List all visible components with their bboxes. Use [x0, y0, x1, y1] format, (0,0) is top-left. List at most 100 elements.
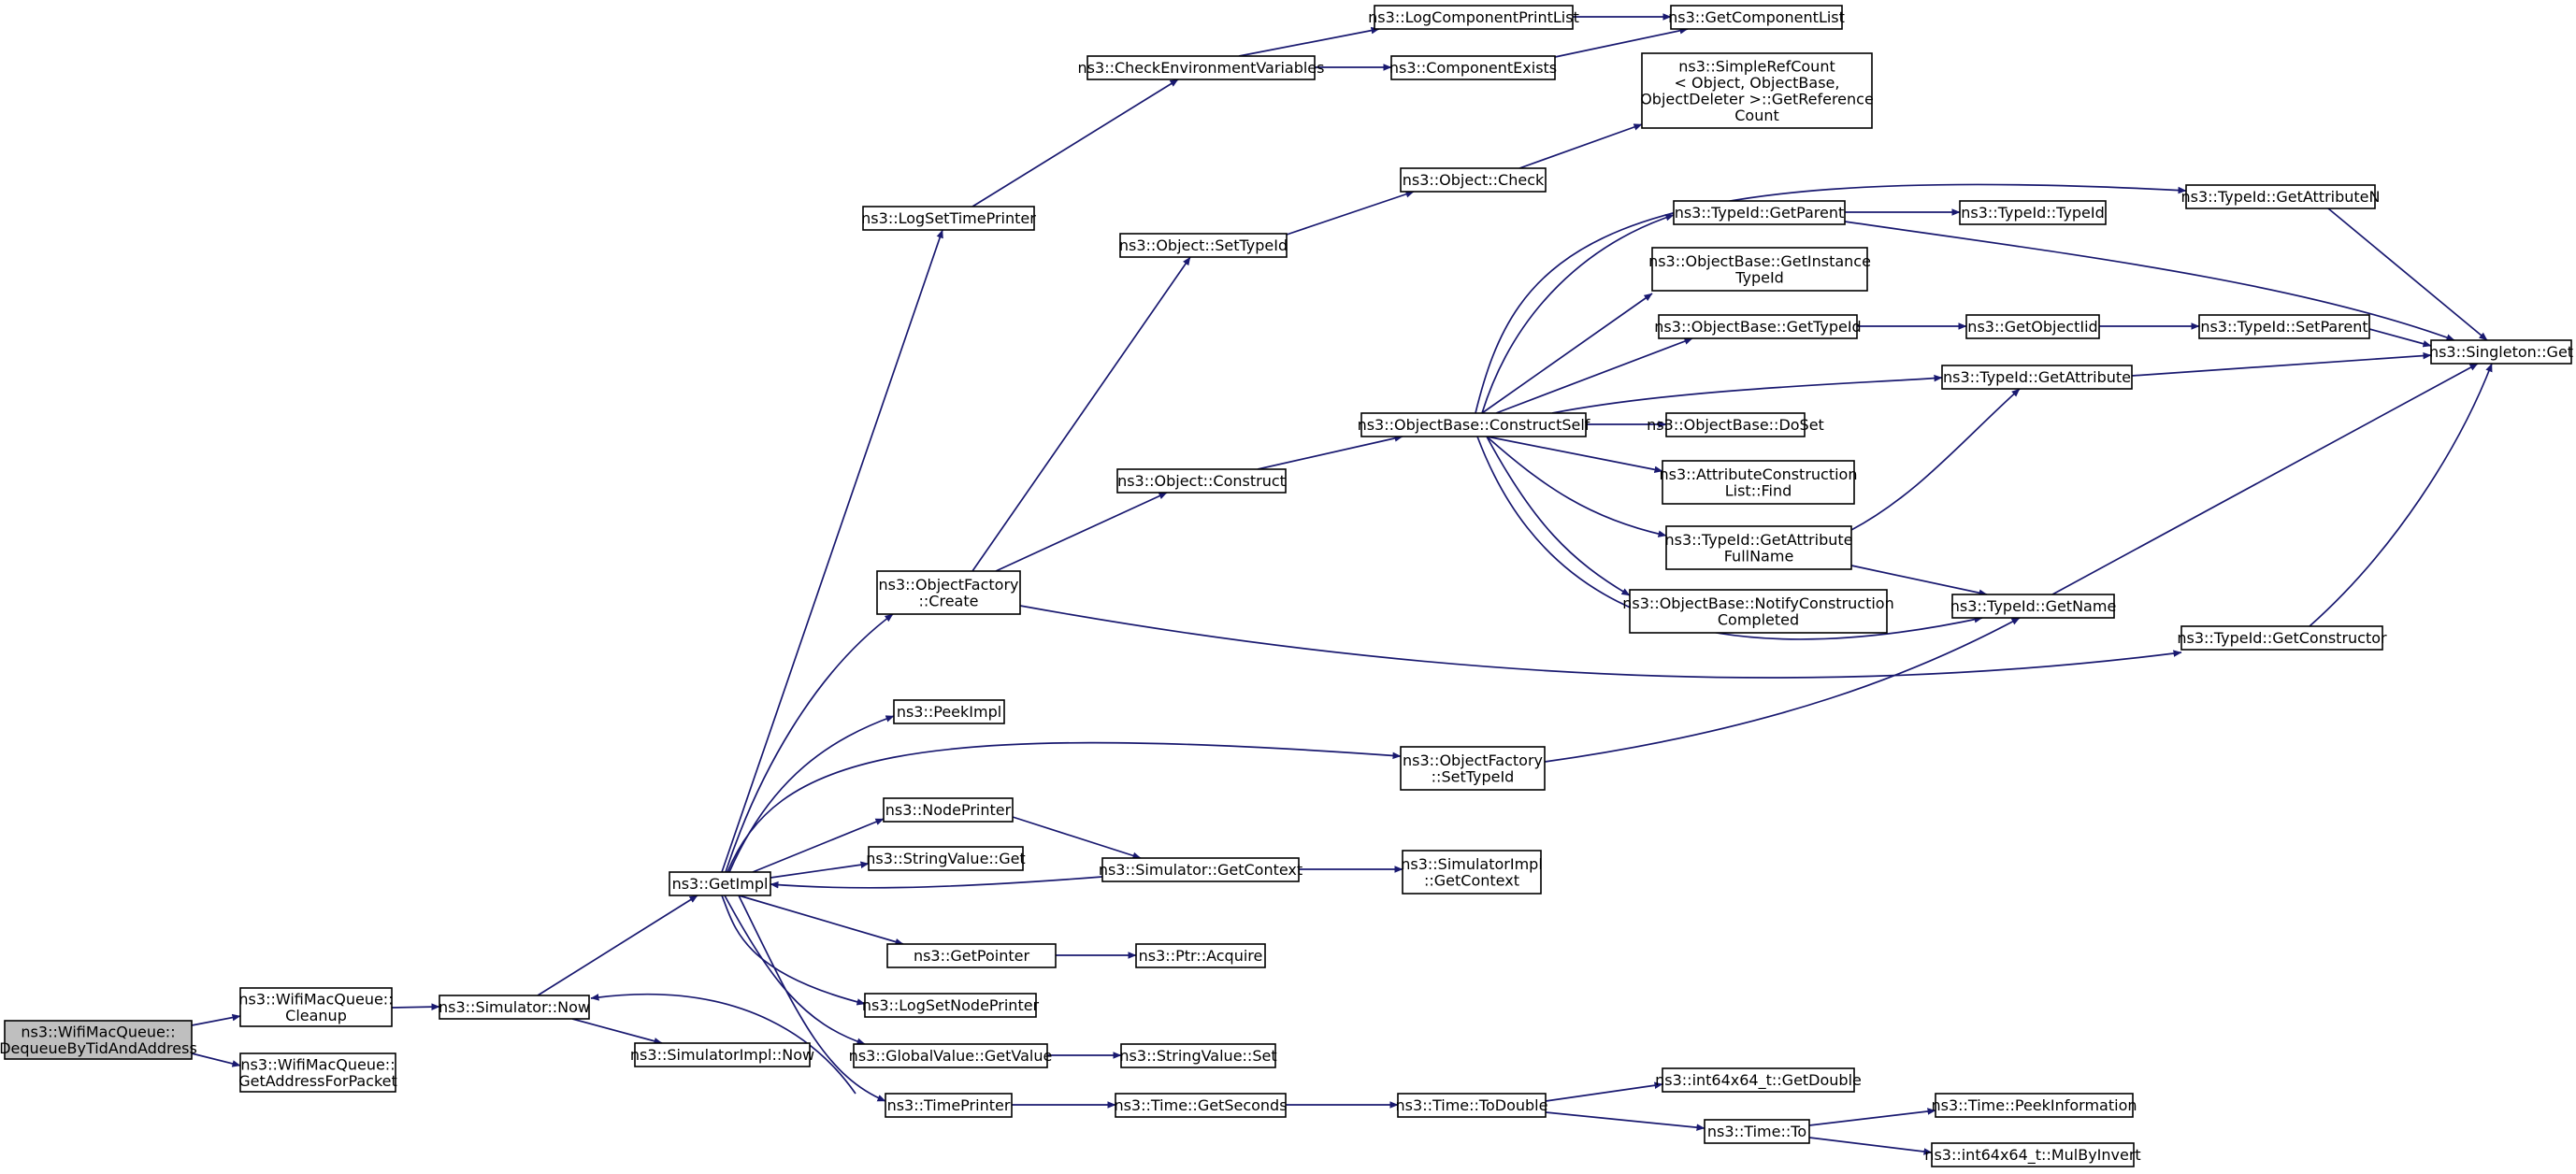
function-node-n42[interactable]: ns3::Object::Check — [1400, 167, 1547, 193]
node-label: ns3::AttributeConstruction — [1660, 465, 1858, 483]
function-node-n12[interactable]: ns3::ObjectFactory::SetTypeId — [1400, 746, 1546, 791]
node-label: < Object, ObjectBase, — [1675, 74, 1840, 92]
call-edge-n47-to-n49 — [1808, 1108, 1936, 1126]
function-node-n38[interactable]: ns3::Singleton::Get — [2429, 339, 2573, 365]
function-node-n36[interactable]: ns3::TypeId::GetName — [1950, 594, 2117, 619]
function-node-n1[interactable]: ns3::WifiMacQueue::Cleanup — [238, 987, 394, 1027]
function-node-n6[interactable]: ns3::GetPointer — [886, 943, 1057, 968]
node-label: Count — [1734, 107, 1779, 124]
node-label: GetAddressForPacket — [238, 1072, 397, 1090]
node-label: ns3::Singleton::Get — [2429, 343, 2573, 361]
node-label: List::Find — [1725, 481, 1792, 499]
call-edge-n27-to-n30 — [1481, 293, 1653, 414]
node-box — [1629, 589, 1888, 634]
function-node-n45[interactable]: ns3::Time::ToDouble — [1396, 1093, 1548, 1118]
call-edge-n11-to-n26 — [1019, 605, 2182, 679]
call-edge-n4-to-n12 — [727, 741, 1402, 873]
function-node-n46[interactable]: ns3::int64x64_t::GetDouble — [1655, 1067, 1862, 1093]
node-box — [1116, 468, 1287, 494]
function-node-n25[interactable]: ns3::Object::SetTypeId — [1119, 233, 1288, 258]
node-label: ns3::TypeId::GetParent — [1675, 204, 1845, 222]
function-node-n41[interactable]: ns3::TypeId::TypeId — [1959, 200, 2107, 225]
call-edge-n27-to-n32 — [1486, 436, 1631, 596]
function-node-n40[interactable]: ns3::TypeId::SetParent — [2198, 314, 2370, 339]
function-node-n43[interactable]: ns3::SimpleRefCount< Object, ObjectBase,… — [1640, 52, 1874, 129]
node-label: ns3::GlobalValue::GetValue — [849, 1047, 1053, 1065]
call-edge-n4-to-n10 — [752, 818, 885, 873]
function-node-n19[interactable]: ns3::ComponentExists — [1389, 55, 1557, 80]
node-box — [1665, 412, 1806, 437]
node-box — [1951, 594, 2115, 619]
function-node-n4[interactable]: ns3::GetImpl — [669, 871, 771, 896]
function-node-n18[interactable]: ns3::CheckEnvironmentVariables — [1078, 55, 1325, 80]
function-node-n44[interactable]: ns3::Time::GetSeconds — [1114, 1093, 1288, 1118]
node-box — [2430, 339, 2572, 365]
node-label: ns3::WifiMacQueue:: — [240, 1055, 395, 1073]
function-node-n21[interactable]: ns3::GetComponentList — [1668, 5, 1845, 30]
node-label: ns3::ObjectBase::ConstructSelf — [1358, 416, 1590, 434]
function-node-n27[interactable]: ns3::ObjectBase::ConstructSelf — [1358, 412, 1590, 437]
function-node-n9[interactable]: ns3::LogSetTimePrinter — [861, 206, 1036, 231]
call-edge-n35-to-n38 — [2327, 208, 2488, 341]
call-edge-n11-to-n25 — [971, 256, 1191, 572]
node-box — [893, 699, 1005, 724]
node-label: ns3::Time::To — [1707, 1123, 1806, 1140]
node-label: ns3::LogComponentPrintList — [1368, 8, 1579, 26]
function-node-n3[interactable]: ns3::Simulator::Now — [439, 995, 590, 1020]
node-label: ::SetTypeId — [1432, 767, 1515, 785]
node-label: ::GetContext — [1424, 871, 1519, 889]
function-node-n8[interactable]: ns3::LogSetNodePrinter — [862, 993, 1040, 1018]
function-node-n33[interactable]: ns3::TypeId::GetAttribute — [1941, 365, 2133, 390]
node-label: ns3::TypeId::GetConstructor — [2177, 629, 2387, 647]
call-edge-n45-to-n47 — [1545, 1111, 1705, 1131]
function-node-n14[interactable]: ns3::StringValue::Get — [866, 846, 1026, 871]
call-edge-n10-to-n22 — [1012, 816, 1142, 859]
node-box — [862, 206, 1035, 231]
node-box — [1400, 746, 1546, 791]
function-node-n26[interactable]: ns3::TypeId::GetConstructor — [2177, 625, 2387, 651]
function-node-n31[interactable]: ns3::ObjectBase::GetTypeId — [1654, 314, 1862, 339]
function-node-n5[interactable]: ns3::SimulatorImpl::Now — [630, 1042, 814, 1067]
function-node-n49[interactable]: ns3::Time::PeekInformation — [1931, 1093, 2137, 1118]
function-node-n29[interactable]: ns3::ObjectBase::DoSet — [1647, 412, 1824, 437]
node-box — [883, 797, 1014, 823]
function-node-n17[interactable]: ns3::StringValue::Set — [1119, 1043, 1277, 1068]
call-edge-n25-to-n42 — [1286, 191, 1415, 236]
node-box — [1662, 1067, 1855, 1093]
call-edge-n27-to-n37 — [1481, 214, 1675, 414]
function-node-n23[interactable]: ns3::SimulatorImpl::GetContext — [1401, 850, 1543, 895]
function-node-n2[interactable]: ns3::WifiMacQueue::GetAddressForPacket — [238, 1052, 397, 1093]
node-box — [853, 1043, 1048, 1068]
call-edge-n4-to-n11 — [725, 613, 894, 873]
node-box — [1662, 460, 1855, 505]
function-node-n47[interactable]: ns3::Time::To — [1704, 1119, 1810, 1144]
function-node-n15[interactable]: ns3::TimePrinter — [885, 1093, 1013, 1118]
function-node-n32[interactable]: ns3::ObjectBase::NotifyConstructionCompl… — [1622, 589, 1894, 634]
function-node-n24[interactable]: ns3::Object::Construct — [1116, 468, 1287, 494]
function-node-n0[interactable]: ns3::WifiMacQueue::DequeueByTidAndAddres… — [0, 1020, 197, 1060]
node-label: ns3::LogSetTimePrinter — [861, 209, 1036, 227]
node-label: ns3::GetComponentList — [1668, 8, 1845, 26]
function-node-n13[interactable]: ns3::PeekImpl — [893, 699, 1005, 724]
node-label: ns3::SimulatorImpl::Now — [630, 1046, 814, 1064]
function-node-n20[interactable]: ns3::LogComponentPrintList — [1368, 5, 1579, 30]
node-box — [1941, 365, 2133, 390]
call-edge-n12-to-n36 — [1544, 617, 2021, 763]
function-node-n39[interactable]: ns3::GetObjectIid — [1965, 314, 2100, 339]
function-node-n16[interactable]: ns3::Ptr::Acquire — [1135, 943, 1266, 968]
function-node-n22[interactable]: ns3::Simulator::GetContext — [1099, 857, 1302, 882]
function-node-n35[interactable]: ns3::TypeId::GetAttributeN — [2181, 184, 2381, 209]
call-edge-n4-to-n7 — [724, 895, 866, 1045]
function-node-n10[interactable]: ns3::NodePrinter — [883, 797, 1014, 823]
node-box — [1402, 850, 1542, 895]
function-node-n48[interactable]: ns3::int64x64_t::MulByInvert — [1924, 1142, 2141, 1167]
function-node-n7[interactable]: ns3::GlobalValue::GetValue — [849, 1043, 1053, 1068]
function-node-n11[interactable]: ns3::ObjectFactory::Create — [876, 570, 1021, 615]
function-node-n37[interactable]: ns3::TypeId::GetParent — [1673, 200, 1846, 225]
node-box — [1670, 5, 1843, 30]
node-box — [634, 1042, 811, 1067]
node-box — [2198, 314, 2370, 339]
